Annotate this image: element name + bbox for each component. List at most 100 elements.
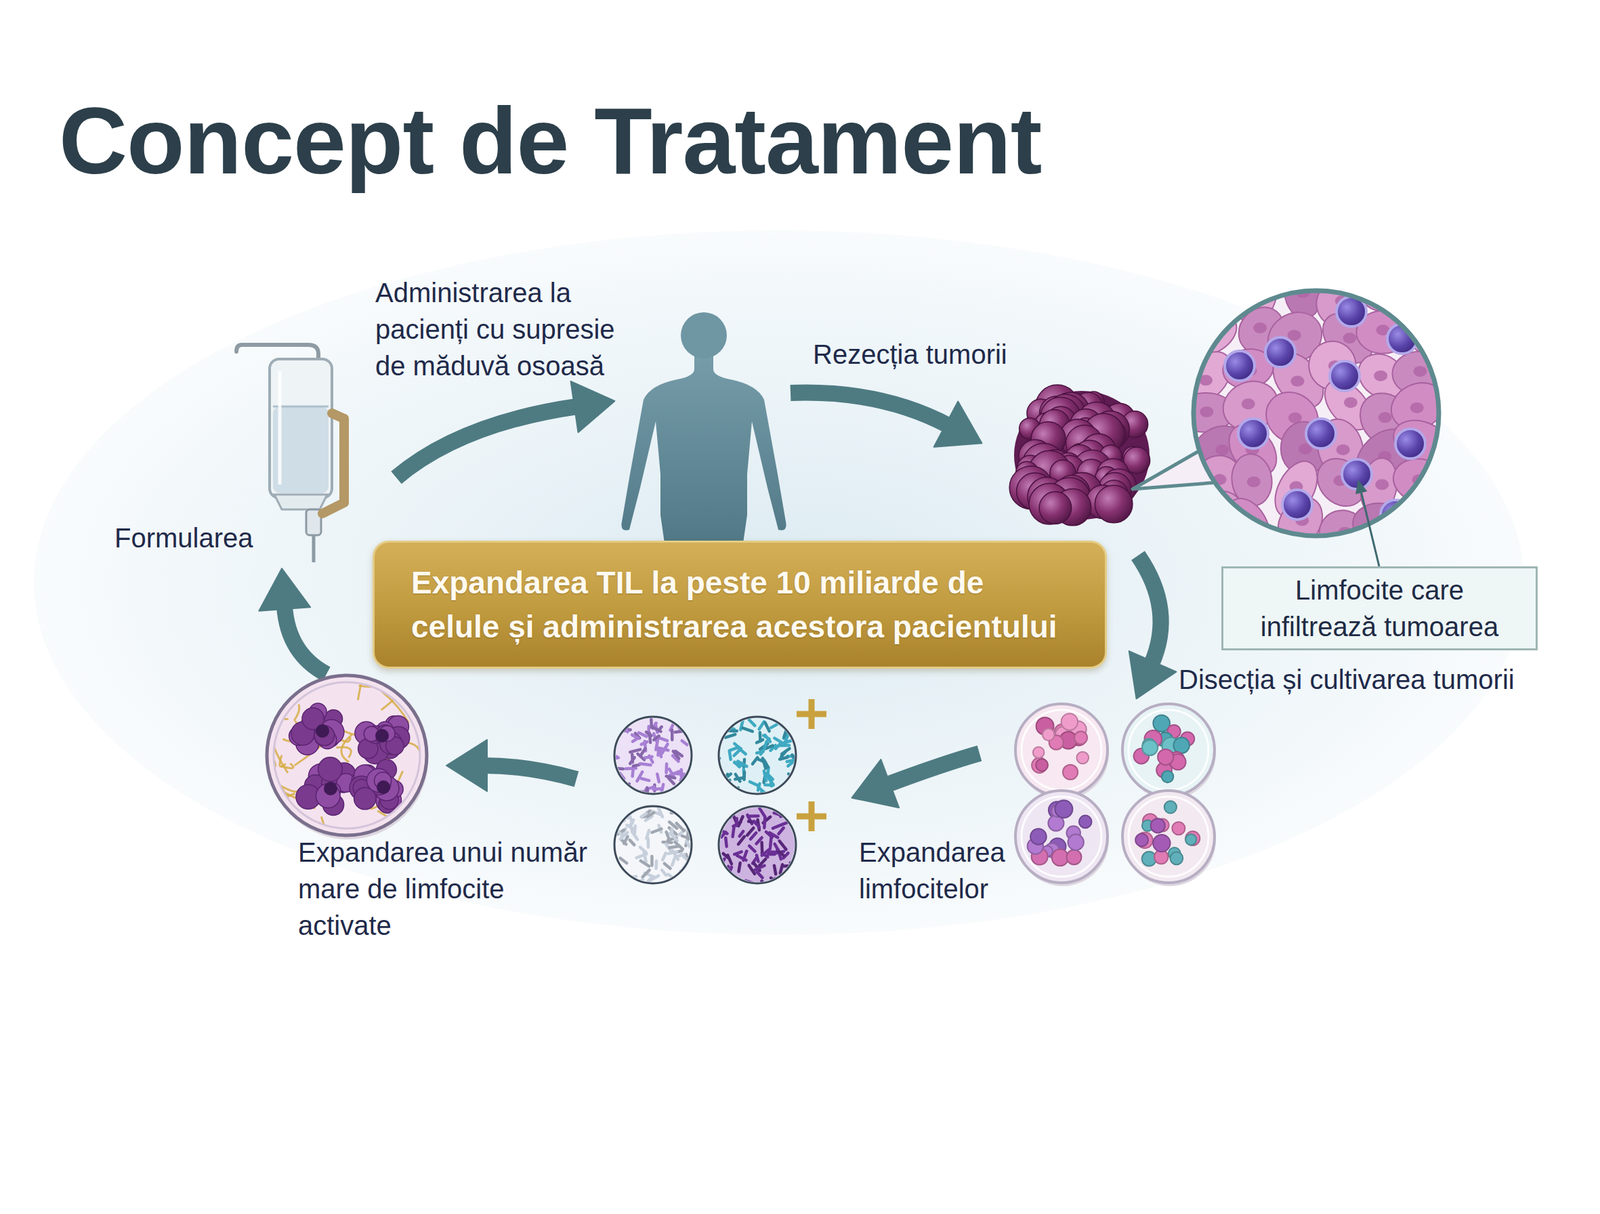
cell-rod [739,862,741,872]
tumor-cell-nucleus [1427,324,1441,336]
cell-rod [778,791,785,795]
expansion-samples [608,716,797,889]
cycle-arrow-head [258,568,311,612]
tumor-cell-nucleus [1241,398,1256,410]
tumor [1009,384,1150,526]
lymphocyte [1282,489,1313,520]
cell-rod [642,869,650,877]
step-label: Disecția și cultivarea tumorii [1178,661,1559,698]
cycle-arrow-shaft [396,406,578,478]
cell-rod [734,851,742,855]
cell-rod [728,728,738,733]
cell-rod [734,762,740,767]
cell-rod [671,790,674,797]
tumor-cell-nucleus [1410,402,1424,414]
cell-rod [664,863,671,869]
iv-tube [312,535,316,563]
matrix-fiber [395,669,427,698]
plus-bar [808,801,815,832]
step-label: Rezecția tumorii [812,335,1057,373]
human-head [680,312,727,359]
cell-rod [756,854,759,861]
sample-background [718,716,796,794]
cultured-cell [1171,821,1185,835]
iv-hanger-end [236,344,242,352]
matrix-fiber [335,747,351,759]
cell-rod [734,777,743,780]
cell-rod [766,793,774,800]
step-label: Formularea [114,519,278,557]
cell-rod [772,824,783,828]
cell-rod [749,781,759,786]
lymphocyte [1329,361,1360,391]
cell-rod [648,755,653,763]
large-dish [241,662,429,847]
cell-rod [776,850,784,856]
cell-rod [750,832,756,839]
cell-rod [616,880,622,887]
sample-outline [614,716,692,794]
matrix-fiber [279,755,286,767]
cycle-arrow-head [571,381,616,433]
cell-rod [641,813,647,817]
cell-rod [756,871,763,878]
tumor-cell-nucleus [1378,411,1393,423]
cell-rod [677,792,680,802]
cell-rod [759,808,765,817]
sample-circle [714,716,797,800]
cell-rod [785,875,789,884]
tumor-cell-nucleus [1413,521,1428,533]
cell-rod [718,822,720,832]
cultured-cell [1173,737,1189,754]
tumor-cell-nucleus [1377,285,1392,297]
cell-rod [661,869,666,875]
matrix-fiber [357,662,367,700]
cell-rod [670,790,678,794]
cell-rod [718,865,723,871]
dish-inner-rim [1128,709,1209,790]
cell-rod [721,831,726,837]
diagram-title: Concept de Tratament [58,93,1042,189]
cultured-cell [1161,770,1174,783]
cell-rod [673,751,679,759]
cell-rod [669,768,675,776]
tumor-cell-nucleus [1420,285,1435,297]
cultured-cell [1135,833,1149,847]
matrix-fiber [293,704,300,721]
cell-rod [641,741,648,745]
cultured-cell [1068,834,1084,851]
tumor-cell-nucleus [1375,478,1389,490]
cell-rod [793,729,794,736]
cultured-cell [1062,764,1078,780]
plus-sign [796,699,827,729]
cell-rod [629,839,635,845]
cell-rod [632,789,634,800]
sample-outline [718,716,796,794]
cell-rod [640,860,649,867]
summary-band: Expandarea TIL la peste 10 miliarde de c… [372,540,1107,669]
cell-rod [615,809,624,813]
cell-rod [608,857,616,861]
cell-rod [775,743,780,749]
matrix-fiber [241,727,276,767]
cell-rod [780,864,783,874]
tumor-cell-nucleus [1253,322,1267,334]
dish-inner-rim [1128,796,1209,877]
lymphocyte [1306,418,1336,449]
cell-rod [769,777,773,786]
lymphocyte [1341,459,1372,490]
iv-clamp [322,413,345,514]
cell-rod [770,837,771,847]
petri-dish [1122,790,1215,883]
cell-rod [722,786,727,794]
cell-rod [765,722,770,731]
sample-circle [609,716,698,802]
cluster-nucleus [375,728,389,743]
callout-box: Limfocite care infiltrează tumoarea [1221,566,1538,651]
cycle-arrow-head [1129,650,1177,699]
tumor-cell-nucleus [1199,327,1214,339]
petri-dish [1015,790,1108,883]
dish-inner-rim [1021,709,1102,790]
cell-rod [635,792,637,799]
